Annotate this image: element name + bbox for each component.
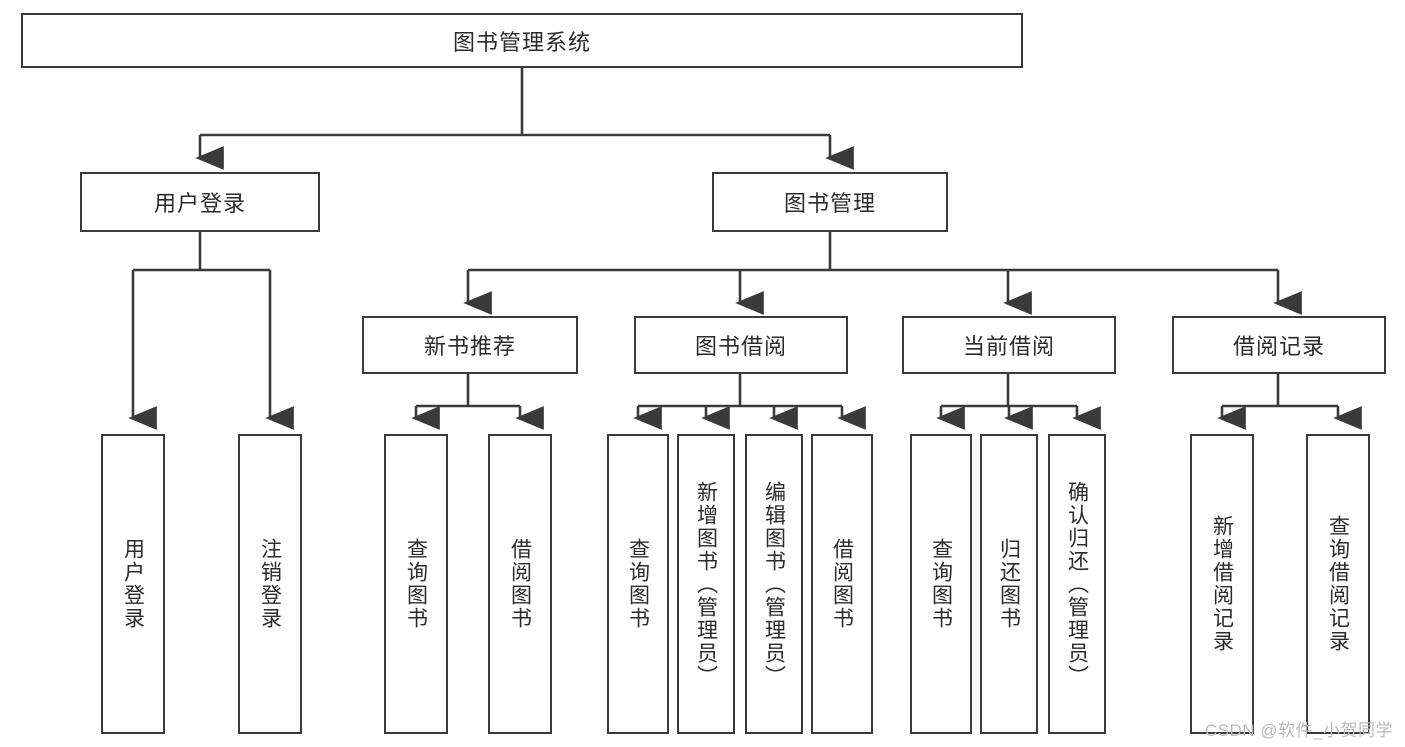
node-leaf-cb-return-book-label: 归还图书 <box>997 538 1021 630</box>
node-new-book-recommend-label: 新书推荐 <box>423 334 516 359</box>
node-new-book-recommend[interactable]: 新书推荐 <box>362 316 578 374</box>
node-leaf-cb-query-book-label: 查询图书 <box>929 538 953 630</box>
node-borrow-records[interactable]: 借阅记录 <box>1172 316 1386 374</box>
node-root-system[interactable]: 图书管理系统 <box>21 13 1023 68</box>
node-book-borrow-label: 图书借阅 <box>694 334 787 359</box>
node-leaf-bb-borrow-book[interactable]: 借阅图书 <box>811 434 873 734</box>
node-current-borrow-label: 当前借阅 <box>962 334 1055 359</box>
node-user-login[interactable]: 用户登录 <box>80 172 320 232</box>
node-leaf-br-query-record-label: 查询借阅记录 <box>1326 515 1350 653</box>
node-leaf-nb-query-book-label: 查询图书 <box>404 538 428 630</box>
node-root-system-label: 图书管理系统 <box>452 29 591 55</box>
node-leaf-logout-label: 注销登录 <box>258 538 282 630</box>
node-user-login-label: 用户登录 <box>153 191 246 216</box>
csdn-watermark: CSDN @软件_小贺同学 <box>1204 721 1393 740</box>
node-leaf-bb-add-book-label: 新增图书（管理员） <box>694 480 718 688</box>
node-leaf-br-add-record-label: 新增借阅记录 <box>1210 515 1234 653</box>
node-leaf-bb-add-book[interactable]: 新增图书（管理员） <box>677 434 735 734</box>
node-current-borrow[interactable]: 当前借阅 <box>902 316 1116 374</box>
node-leaf-bb-query-book-label: 查询图书 <box>626 538 650 630</box>
node-book-manage-label: 图书管理 <box>783 191 876 216</box>
node-leaf-nb-query-book[interactable]: 查询图书 <box>384 434 448 734</box>
node-leaf-bb-edit-book-label: 编辑图书（管理员） <box>762 480 786 688</box>
node-leaf-bb-edit-book[interactable]: 编辑图书（管理员） <box>745 434 803 734</box>
node-book-borrow[interactable]: 图书借阅 <box>634 316 848 374</box>
node-leaf-cb-confirm-return[interactable]: 确认归还（管理员） <box>1048 434 1106 734</box>
node-leaf-cb-return-book[interactable]: 归还图书 <box>980 434 1038 734</box>
node-borrow-records-label: 借阅记录 <box>1232 334 1325 359</box>
node-leaf-bb-query-book[interactable]: 查询图书 <box>607 434 669 734</box>
node-leaf-logout[interactable]: 注销登录 <box>238 434 302 734</box>
node-leaf-cb-query-book[interactable]: 查询图书 <box>910 434 972 734</box>
node-leaf-br-add-record[interactable]: 新增借阅记录 <box>1190 434 1254 734</box>
node-leaf-user-login-label: 用户登录 <box>121 538 145 630</box>
node-book-manage[interactable]: 图书管理 <box>712 172 948 232</box>
node-leaf-user-login[interactable]: 用户登录 <box>101 434 165 734</box>
node-leaf-bb-borrow-book-label: 借阅图书 <box>830 538 854 630</box>
node-leaf-nb-borrow-book-label: 借阅图书 <box>508 538 532 630</box>
node-leaf-nb-borrow-book[interactable]: 借阅图书 <box>488 434 552 734</box>
node-leaf-br-query-record[interactable]: 查询借阅记录 <box>1306 434 1370 734</box>
node-leaf-cb-confirm-return-label: 确认归还（管理员） <box>1065 480 1089 688</box>
